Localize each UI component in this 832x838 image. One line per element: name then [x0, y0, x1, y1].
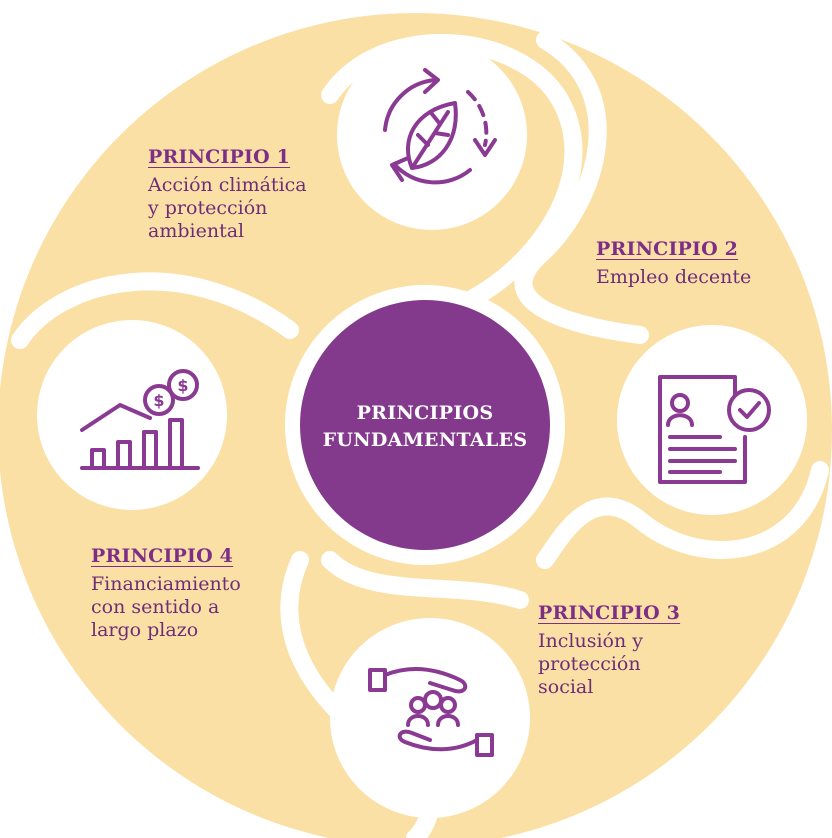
icon-circle-4: [37, 320, 227, 510]
principle-4-title: PRINCIPIO 4: [91, 545, 234, 567]
svg-text:$: $: [177, 376, 188, 395]
center-circle: [300, 300, 550, 550]
resume-check-icon: [658, 375, 771, 484]
principle-2-label: PRINCIPIO 2 Empleo decente: [596, 238, 751, 289]
principle-3-title: PRINCIPIO 3: [538, 602, 681, 624]
icon-circle-2: [617, 325, 807, 515]
dollar-sign-icons: $ $: [153, 376, 188, 410]
icon-circle-3: [330, 618, 530, 818]
principle-4-label: PRINCIPIO 4 Financiamiento con sentido a…: [91, 545, 241, 642]
center-title: PRINCIPIOS FUNDAMENTALES: [322, 402, 528, 451]
leaf-recycle-icon: [383, 68, 497, 185]
principle-3-description: Inclusión y protección social: [538, 630, 643, 698]
principle-1-title: PRINCIPIO 1: [148, 146, 291, 168]
principle-4-description: Financiamiento con sentido a largo plazo: [91, 573, 241, 641]
principle-1-description: Acción climática y protección ambiental: [148, 174, 307, 242]
principle-2-description: Empleo decente: [596, 266, 752, 288]
principle-1-label: PRINCIPIO 1 Acción climática y protecció…: [148, 146, 307, 243]
principle-3-label: PRINCIPIO 3 Inclusión y protección socia…: [538, 602, 680, 699]
svg-text:$: $: [153, 391, 164, 410]
principle-2-title: PRINCIPIO 2: [596, 238, 739, 260]
hands-protecting-people-icon: [368, 667, 494, 757]
bar-chart-growth-money-icon: [80, 369, 200, 470]
